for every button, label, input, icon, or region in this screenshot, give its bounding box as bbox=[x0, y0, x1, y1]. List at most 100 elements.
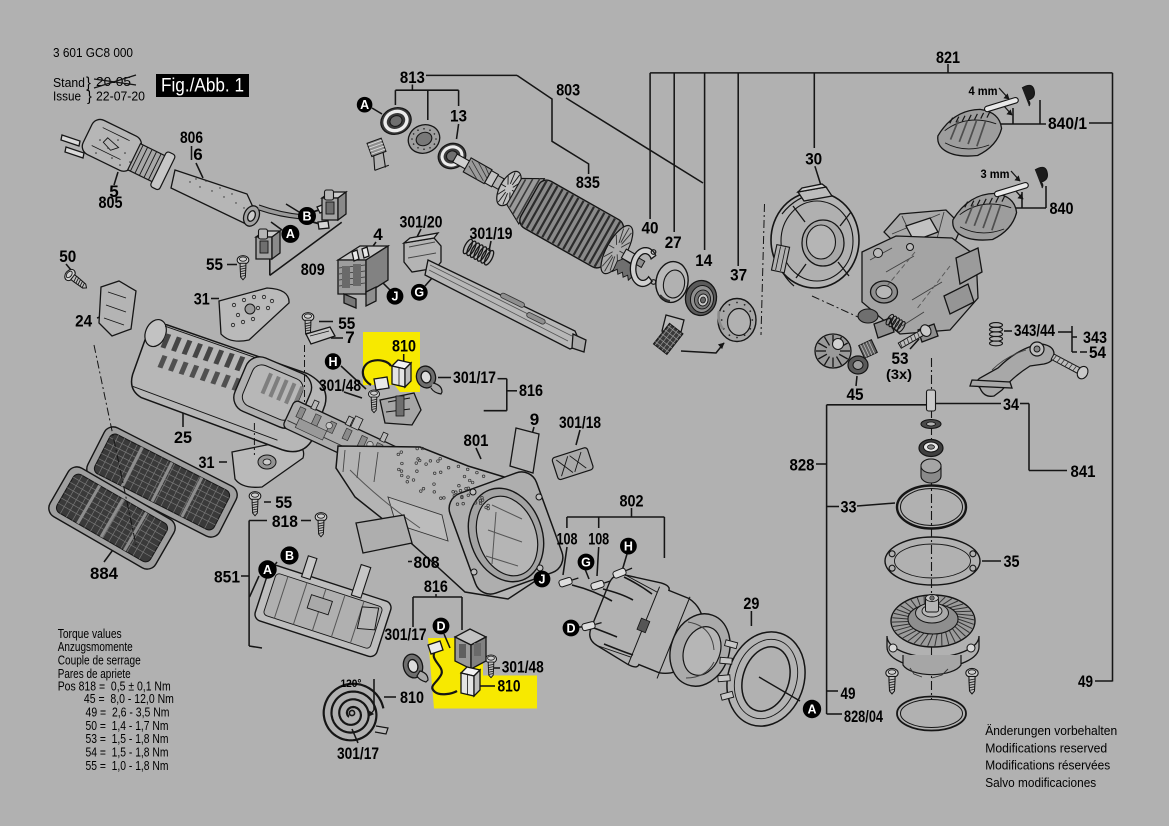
svg-text:828/04: 828/04 bbox=[844, 707, 883, 726]
svg-text:31: 31 bbox=[199, 453, 215, 472]
svg-text:27: 27 bbox=[665, 233, 682, 252]
svg-text:343: 343 bbox=[1083, 328, 1107, 347]
svg-text:7: 7 bbox=[345, 328, 354, 347]
svg-text:Stand: Stand bbox=[53, 75, 85, 90]
svg-text:B: B bbox=[285, 549, 294, 563]
svg-text:22-07-20: 22-07-20 bbox=[96, 89, 145, 104]
svg-text:D: D bbox=[436, 619, 445, 633]
svg-text:809: 809 bbox=[301, 260, 325, 279]
svg-text:Issue: Issue bbox=[53, 89, 81, 104]
svg-text:25: 25 bbox=[174, 428, 192, 447]
svg-text:Modifications réservées: Modifications réservées bbox=[985, 758, 1110, 773]
svg-text:Fig./Abb. 1: Fig./Abb. 1 bbox=[161, 75, 244, 97]
svg-text:806: 806 bbox=[180, 128, 203, 147]
svg-text:A: A bbox=[807, 702, 816, 716]
svg-text:54 = 1,5 - 1,8 Nm: 54 = 1,5 - 1,8 Nm bbox=[86, 745, 169, 760]
svg-text:343/44: 343/44 bbox=[1014, 321, 1055, 340]
svg-text:34: 34 bbox=[1003, 395, 1019, 414]
svg-text:55: 55 bbox=[206, 255, 223, 274]
svg-text:H: H bbox=[328, 355, 337, 369]
svg-text:5: 5 bbox=[109, 182, 118, 201]
svg-text:301/20: 301/20 bbox=[400, 213, 443, 232]
svg-text:30: 30 bbox=[805, 150, 822, 169]
svg-text:J: J bbox=[539, 572, 546, 586]
svg-text:53: 53 bbox=[892, 349, 909, 368]
svg-text:301/17: 301/17 bbox=[337, 744, 379, 763]
svg-text:Änderungen vorbehalten: Änderungen vorbehalten bbox=[985, 723, 1117, 738]
svg-text:G: G bbox=[581, 555, 591, 569]
svg-text:120°: 120° bbox=[341, 678, 362, 690]
svg-text:4 mm: 4 mm bbox=[969, 84, 998, 98]
svg-text:40: 40 bbox=[642, 219, 659, 238]
svg-text:(3x): (3x) bbox=[886, 366, 912, 382]
svg-text:803: 803 bbox=[556, 80, 580, 99]
svg-text:301/17: 301/17 bbox=[385, 625, 427, 644]
svg-text:108: 108 bbox=[588, 530, 609, 549]
svg-text:9: 9 bbox=[530, 410, 539, 429]
svg-text:G: G bbox=[414, 286, 424, 300]
svg-text:33: 33 bbox=[841, 498, 857, 517]
svg-text:J: J bbox=[392, 290, 399, 304]
svg-text:B: B bbox=[302, 209, 311, 223]
svg-text:805: 805 bbox=[99, 193, 123, 212]
svg-text:24: 24 bbox=[75, 311, 92, 330]
svg-text:835: 835 bbox=[576, 173, 600, 192]
svg-text:Anzugsmomente: Anzugsmomente bbox=[58, 639, 133, 654]
svg-text:Salvo modificaciones: Salvo modificaciones bbox=[985, 775, 1096, 790]
svg-text:49 = 2,6 - 3,5 Nm: 49 = 2,6 - 3,5 Nm bbox=[86, 704, 170, 719]
svg-text:Modifications reserved: Modifications reserved bbox=[985, 740, 1107, 755]
svg-text:851: 851 bbox=[214, 568, 240, 587]
svg-text:828: 828 bbox=[790, 455, 815, 474]
svg-text:841: 841 bbox=[1071, 462, 1096, 481]
svg-text:816: 816 bbox=[519, 381, 543, 400]
svg-text:45: 45 bbox=[847, 385, 864, 404]
svg-text:50: 50 bbox=[59, 247, 76, 266]
svg-text:55: 55 bbox=[275, 493, 292, 512]
svg-text:D: D bbox=[566, 621, 575, 635]
svg-text:A: A bbox=[360, 98, 369, 112]
svg-text:4: 4 bbox=[373, 225, 383, 244]
svg-text:884: 884 bbox=[90, 564, 119, 583]
svg-text:810: 810 bbox=[400, 688, 424, 707]
svg-text:}: } bbox=[87, 89, 92, 105]
svg-text:55 = 1,0 - 1,8 Nm: 55 = 1,0 - 1,8 Nm bbox=[86, 758, 169, 773]
svg-text:Couple de serrage: Couple de serrage bbox=[58, 653, 141, 668]
svg-text:45 = 8,0 - 12,0 Nm: 45 = 8,0 - 12,0 Nm bbox=[84, 691, 174, 706]
svg-text:13: 13 bbox=[450, 107, 467, 126]
svg-text:821: 821 bbox=[936, 48, 960, 67]
svg-text:3 601 GC8 000: 3 601 GC8 000 bbox=[53, 45, 133, 60]
svg-text:29: 29 bbox=[743, 594, 759, 613]
svg-text:14: 14 bbox=[695, 251, 712, 270]
svg-text:808: 808 bbox=[414, 553, 440, 572]
svg-text:301/19: 301/19 bbox=[470, 224, 513, 243]
svg-text:813: 813 bbox=[400, 68, 425, 87]
svg-text:816: 816 bbox=[424, 577, 448, 596]
svg-text:802: 802 bbox=[620, 491, 644, 510]
svg-text:810: 810 bbox=[498, 677, 521, 696]
svg-text:810: 810 bbox=[392, 337, 416, 356]
svg-text:53 = 1,5 - 1,8 Nm: 53 = 1,5 - 1,8 Nm bbox=[86, 731, 169, 746]
svg-text:A: A bbox=[263, 563, 272, 577]
svg-text:301/48: 301/48 bbox=[502, 658, 544, 677]
svg-text:301/18: 301/18 bbox=[559, 413, 601, 432]
svg-text:H: H bbox=[624, 539, 633, 553]
svg-text:840/1: 840/1 bbox=[1048, 114, 1087, 133]
svg-text:}: } bbox=[86, 76, 91, 92]
svg-text:Pos 818 = 0,5 ± 0,1 Nm: Pos 818 = 0,5 ± 0,1 Nm bbox=[58, 679, 171, 694]
svg-text:35: 35 bbox=[1004, 552, 1020, 571]
svg-text:49: 49 bbox=[1078, 672, 1093, 691]
svg-text:55: 55 bbox=[338, 314, 355, 333]
svg-text:801: 801 bbox=[464, 431, 489, 450]
svg-text:6: 6 bbox=[193, 145, 202, 164]
svg-text:301/17: 301/17 bbox=[453, 368, 496, 387]
svg-text:50 = 1,4 - 1,7 Nm: 50 = 1,4 - 1,7 Nm bbox=[86, 718, 169, 733]
svg-text:301/48: 301/48 bbox=[319, 376, 361, 395]
svg-text:49: 49 bbox=[841, 684, 856, 703]
svg-text:54: 54 bbox=[1089, 343, 1106, 362]
svg-text:840: 840 bbox=[1050, 199, 1074, 218]
svg-text:37: 37 bbox=[730, 266, 747, 285]
svg-text:108: 108 bbox=[557, 530, 578, 549]
svg-text:818: 818 bbox=[272, 512, 298, 531]
svg-text:3 mm: 3 mm bbox=[981, 167, 1010, 181]
svg-text:A: A bbox=[286, 227, 295, 241]
